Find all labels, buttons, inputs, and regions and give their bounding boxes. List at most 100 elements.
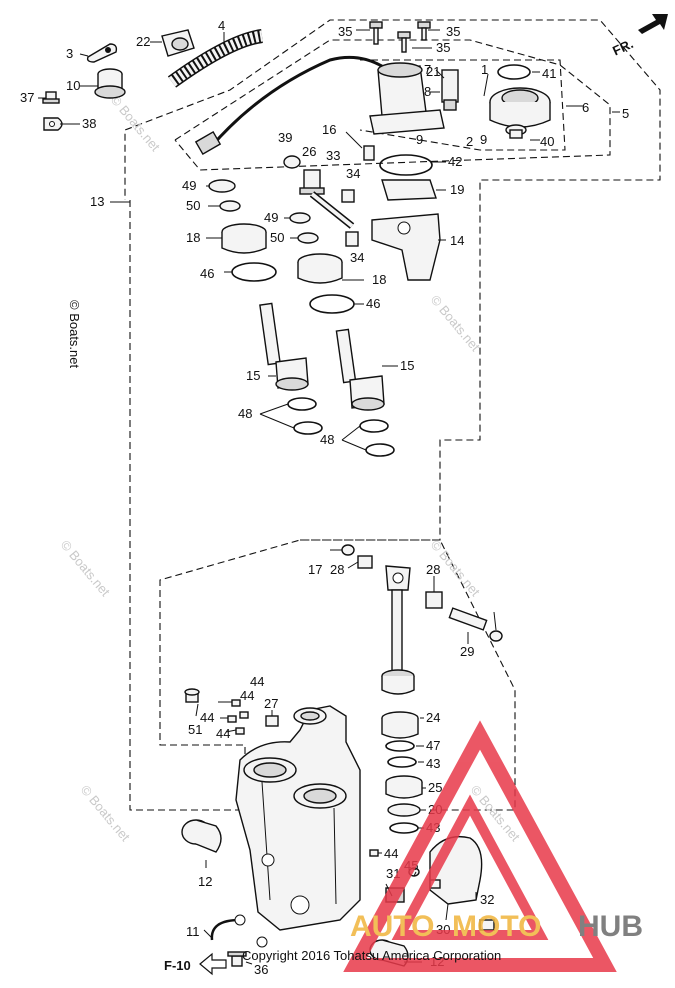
callout-label: 13 <box>90 194 104 209</box>
part-49-ring-a <box>219 200 241 212</box>
callout-label: 4 <box>218 18 225 33</box>
callout-label: 35 <box>338 24 352 39</box>
footer-copyright: Copyright 2016 Tohatsu America Corporati… <box>242 948 501 963</box>
callout-label: 15 <box>246 368 260 383</box>
callout-label: 9 <box>416 132 423 147</box>
callout-label: 48 <box>320 432 334 447</box>
callout-label: 42 <box>448 154 462 169</box>
callout-label: 46 <box>366 296 380 311</box>
callout-label: 10 <box>66 78 80 93</box>
callout-label: 38 <box>82 116 96 131</box>
callout-label: 36 <box>254 962 268 977</box>
callout-label: 33 <box>326 148 340 163</box>
part-8-motor <box>369 62 445 135</box>
callout-label: 44 <box>250 674 264 689</box>
callout-label: 50 <box>186 198 200 213</box>
callout-label: 28 <box>330 562 344 577</box>
callout-label: 8 <box>424 84 431 99</box>
callout-label: 44 <box>216 726 230 741</box>
part-42-oring-a <box>387 756 417 768</box>
callout-label: 48 <box>238 406 252 421</box>
part-33-valve-lower <box>345 231 359 247</box>
callout-label: 25 <box>428 780 442 795</box>
part-7-valve <box>441 69 459 111</box>
part-18-cap-right <box>297 253 343 284</box>
part-17-rod-eye <box>385 565 411 675</box>
part-11-ground-wire <box>210 914 268 948</box>
callout-label: 11 <box>186 924 200 939</box>
callout-label: 1 <box>481 62 488 77</box>
reference-arrow: F-10 <box>164 952 227 976</box>
callout-label: 3 <box>66 46 73 61</box>
callout-label: 49 <box>182 178 196 193</box>
tilt-piston-head <box>381 669 415 695</box>
leader-lines <box>38 29 620 965</box>
callout-label: 32 <box>480 892 494 907</box>
callout-label: 5 <box>622 106 629 121</box>
part-6-pump-cover <box>489 87 551 128</box>
callout-label: 17 <box>308 562 322 577</box>
part-24-spacer <box>385 775 423 799</box>
callout-label: 28 <box>426 562 440 577</box>
part-27-bushing-right <box>425 591 443 609</box>
part-42-oring-b <box>389 822 419 834</box>
part-48-seal-b <box>289 212 311 224</box>
part-32-rod <box>309 191 355 229</box>
part-46-oring <box>385 740 415 752</box>
part-3-clip <box>86 43 118 63</box>
callout-label: 43 <box>426 756 440 771</box>
callout-label: 34 <box>350 250 364 265</box>
part-37-clamp <box>43 117 63 131</box>
callout-label: 37 <box>20 90 34 105</box>
part-22-piston <box>381 711 419 739</box>
part-51-washer-right <box>489 630 503 642</box>
callout-label: 14 <box>450 233 464 248</box>
part-51-washer-left <box>341 544 355 556</box>
callout-label: 2 <box>466 134 473 149</box>
part-33-valve-upper <box>341 189 355 203</box>
callout-label: 16 <box>322 122 336 137</box>
watermark-text: © Boats.net <box>78 782 134 844</box>
part-16-screw <box>363 145 375 161</box>
callout-label: 47 <box>426 738 440 753</box>
part-47-rings-left <box>287 397 323 435</box>
part-14-valve-body <box>371 213 441 281</box>
callout-label: 35 <box>436 40 450 55</box>
callout-label: 7 <box>424 62 431 77</box>
callout-label: 44 <box>200 710 214 725</box>
part-25-valve <box>299 169 325 195</box>
watermark-text: © Boats.net <box>58 537 114 599</box>
watermark-text: © Boats.net <box>108 92 164 154</box>
brand-moto: MOTO <box>452 910 541 943</box>
watermarks: © Boats.net © Boats.net © Boats.net © Bo… <box>58 92 524 844</box>
part-15-piston-right <box>335 328 385 411</box>
part-39-plug <box>505 124 527 139</box>
direction-arrow-icon <box>638 14 668 34</box>
part-12-bushing-left <box>181 819 222 853</box>
callout-label: 26 <box>302 144 316 159</box>
callout-label: 44 <box>384 846 398 861</box>
part-21-grommet <box>161 29 195 57</box>
callout-label: 21 <box>426 64 440 79</box>
front-direction-indicator: FR. <box>610 14 668 58</box>
callout-label: 6 <box>582 100 589 115</box>
direction-label: FR. <box>610 36 635 58</box>
part-27-bushing-left <box>357 555 373 569</box>
brand-hub: HUB <box>578 910 643 943</box>
copyright-vertical: © Boats.net <box>67 300 82 369</box>
part-18-cap-left <box>221 223 267 254</box>
callout-label: 35 <box>446 24 460 39</box>
callout-label: 44 <box>240 688 254 703</box>
callout-label: 12 <box>198 874 212 889</box>
callout-label: 24 <box>426 710 440 725</box>
callout-label: 22 <box>136 34 150 49</box>
part-38-seal <box>283 155 301 169</box>
callout-label: 19 <box>450 182 464 197</box>
part-20-seal <box>387 803 421 817</box>
callout-label: 51 <box>188 722 202 737</box>
callout-label: 18 <box>186 230 200 245</box>
part-28-pin <box>448 607 488 631</box>
callout-label: 41 <box>542 66 556 81</box>
cylinder-body-casting <box>235 705 361 931</box>
part-19-gasket <box>381 179 437 201</box>
